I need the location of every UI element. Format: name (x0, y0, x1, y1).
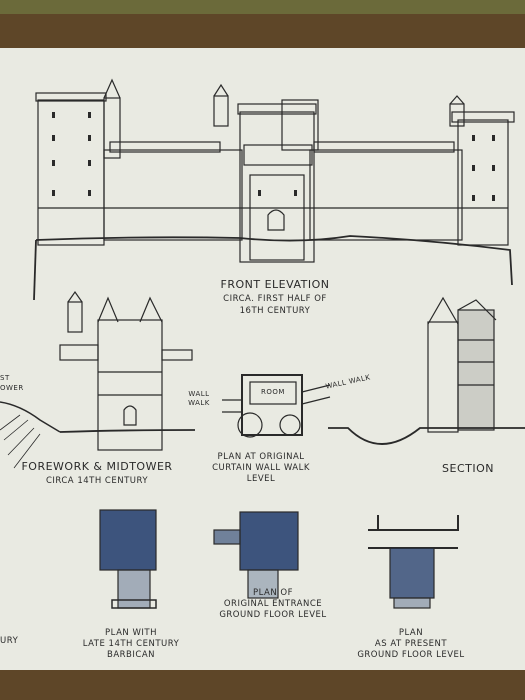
plan-curtain-label-2: CURTAIN WALL WALK (212, 463, 310, 473)
plan-entrance-label-2: ORIGINAL ENTRANCE (223, 599, 323, 609)
plan-curtain-label-3: LEVEL (246, 474, 276, 484)
plan-present-label-1: PLAN (398, 628, 424, 638)
front-elevation-title: FRONT ELEVATION (220, 278, 330, 291)
front-elevation-date-line2: 16TH CENTURY (239, 306, 311, 316)
front-elevation-drawing (33, 78, 515, 301)
room-label: ROOM (261, 388, 285, 396)
plan-barbican-label-3: BARBICAN (107, 650, 155, 660)
left-edge-label-1: ST (0, 374, 10, 382)
wall-walk-left-2: WALK (188, 399, 210, 407)
left-edge-label-2: OWER (0, 384, 24, 392)
frame-top-edge (0, 0, 525, 18)
frame-top-wood (0, 14, 525, 54)
plan-curtain-label-1: PLAN AT ORIGINAL (217, 452, 305, 462)
plan-entrance-label-3: GROUND FLOOR LEVEL (219, 610, 327, 620)
section-label: SECTION (442, 462, 494, 475)
forework-title: FOREWORK & MIDTOWER (21, 460, 173, 473)
plan-barbican-label-2: LATE 14TH CENTURY (82, 639, 180, 649)
plan-barbican-drawing (99, 509, 157, 609)
front-elevation-date-line1: CIRCA. FIRST HALF OF (223, 294, 327, 304)
plan-entrance-label-1: PLAN OF (252, 588, 293, 598)
forework-date: CIRCA 14TH CENTURY (45, 476, 149, 486)
plan-barbican-label-1: PLAN WITH (105, 628, 157, 638)
frame-bottom-wood (0, 668, 525, 700)
forework-drawing (0, 290, 196, 469)
plan-entrance-drawing (213, 511, 299, 599)
left-edge-bottom-label: URY (0, 636, 19, 646)
plan-present-drawing (368, 515, 459, 609)
wall-walk-left-1: WALL (188, 390, 210, 398)
section-drawing (328, 296, 525, 445)
plan-present-label-3: GROUND FLOOR LEVEL (357, 650, 465, 660)
plan-curtain-wall-drawing (222, 374, 331, 438)
plan-present-label-2: AS AT PRESENT (374, 639, 448, 649)
